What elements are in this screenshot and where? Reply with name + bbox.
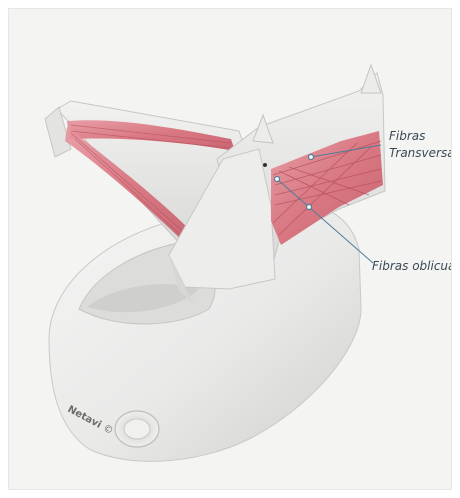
label-fibras-oblicuas: Fibras oblicuas [372,258,452,275]
small-mark [263,163,267,167]
anatomy-figure: Netavi © Fibras Transversais Fibras obli… [8,8,452,490]
label-fibras-transversais: Fibras Transversais [389,128,452,162]
label-line-1: Fibras [389,128,452,145]
label-line-2: Transversais [389,145,452,162]
marker-dot-transversais [309,155,314,160]
marker-dot-oblicuas-2 [307,205,312,210]
pelvis-model-illustration: Netavi © [9,9,452,490]
marker-dot-oblicuas-1 [275,177,280,182]
